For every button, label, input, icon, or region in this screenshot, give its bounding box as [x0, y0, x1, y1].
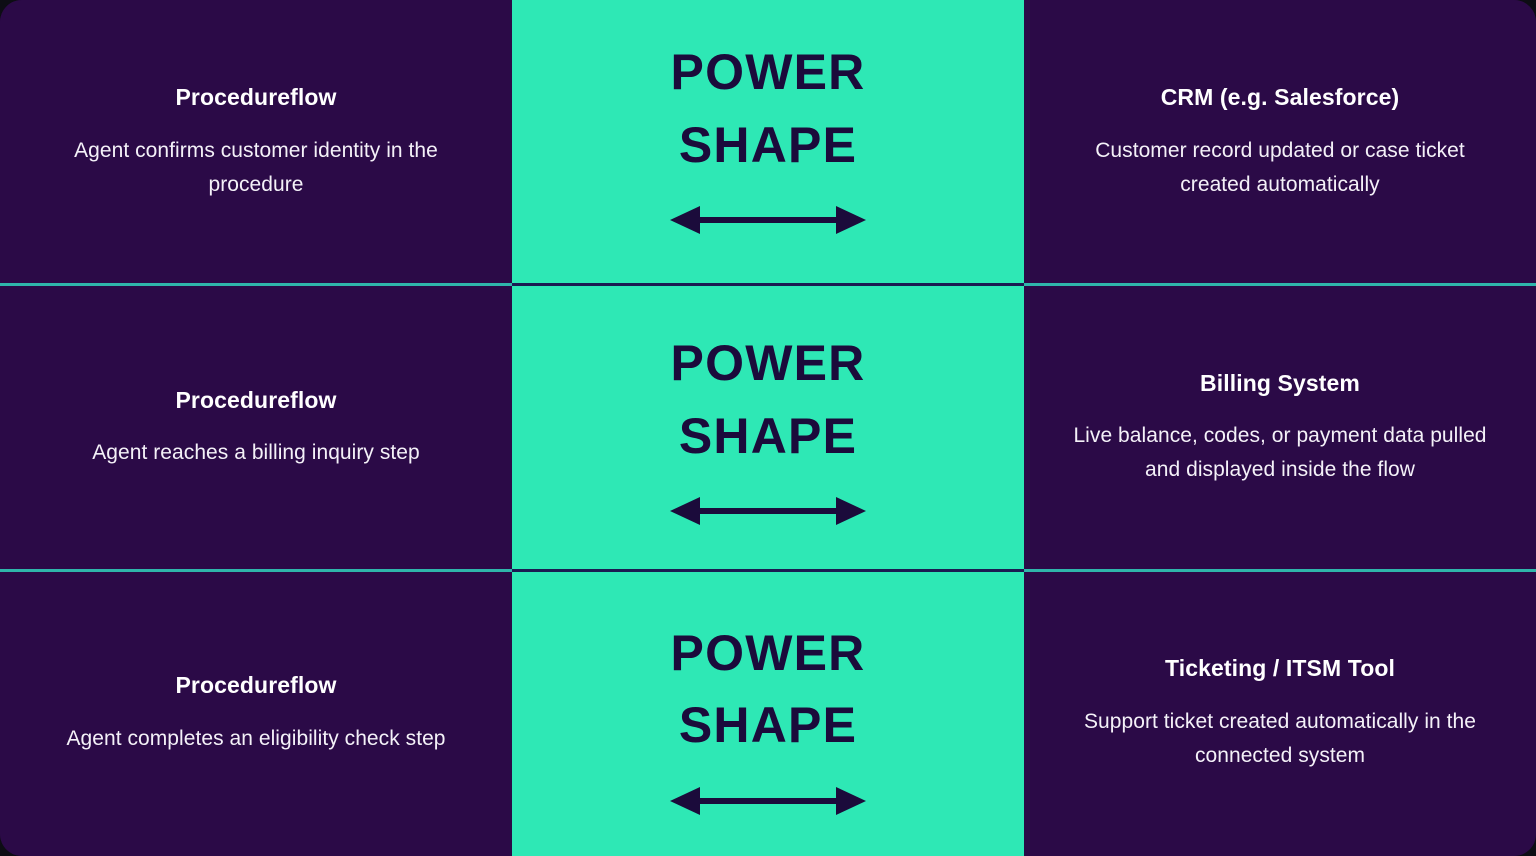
- row-2-left-cell: Procedureflow Agent reaches a billing in…: [0, 285, 512, 571]
- row-1-left-title: Procedureflow: [175, 84, 337, 111]
- row-3-center-line-2: SHAPE: [678, 697, 858, 754]
- row-2-left-title: Procedureflow: [175, 386, 337, 413]
- row-1-left-cell: Procedureflow Agent confirms customer id…: [0, 0, 512, 286]
- row-1-center-line-2: SHAPE: [678, 116, 858, 173]
- row-2-center-cell: POWER SHAPE: [512, 283, 1024, 571]
- double-arrow-horizontal-icon: [670, 203, 866, 237]
- row-3-left-description: Agent completes an eligibility check ste…: [66, 726, 446, 750]
- row-3-right-description: Support ticket created automatically in …: [1083, 709, 1477, 767]
- row-1-center-line-1: POWER: [670, 44, 866, 101]
- row-3-center-stack: POWER SHAPE: [670, 617, 866, 818]
- row-2-center-line-2: SHAPE: [678, 407, 858, 464]
- grid-row: Procedureflow Agent completes an eligibi…: [0, 568, 1536, 856]
- row-3-left-cell: Procedureflow Agent completes an eligibi…: [0, 570, 512, 856]
- row-3-right-title: Ticketing / ITSM Tool: [1165, 654, 1395, 681]
- row-1-right-description: Customer record updated or case ticket c…: [1095, 139, 1465, 197]
- row-1-right-title: CRM (e.g. Salesforce): [1160, 84, 1400, 111]
- row-2-center-stack: POWER SHAPE: [670, 327, 866, 528]
- row-3-right-cell: Ticketing / ITSM Tool Support ticket cre…: [1024, 570, 1536, 856]
- grid-row: Procedureflow Agent confirms customer id…: [0, 0, 1536, 286]
- row-3-center-line-1: POWER: [670, 624, 866, 681]
- double-arrow-horizontal-icon: [670, 494, 866, 528]
- row-3-left-title: Procedureflow: [175, 671, 337, 698]
- row-2-left-description: Agent reaches a billing inquiry step: [92, 441, 420, 465]
- grid-row: Procedureflow Agent reaches a billing in…: [0, 283, 1536, 571]
- row-2-right-title: Billing System: [1200, 369, 1360, 396]
- row-1-center-cell: POWER SHAPE: [512, 0, 1024, 286]
- row-1-left-description: Agent confirms customer identity in the …: [74, 139, 438, 197]
- row-1-center-stack: POWER SHAPE: [670, 36, 866, 237]
- row-2-center-line-1: POWER: [670, 335, 866, 392]
- row-1-right-cell: CRM (e.g. Salesforce) Customer record up…: [1024, 0, 1536, 286]
- double-arrow-horizontal-icon: [670, 784, 866, 818]
- row-2-right-cell: Billing System Live balance, codes, or p…: [1024, 285, 1536, 571]
- row-2-right-description: Live balance, codes, or payment data pul…: [1073, 424, 1487, 482]
- row-3-center-cell: POWER SHAPE: [512, 568, 1024, 856]
